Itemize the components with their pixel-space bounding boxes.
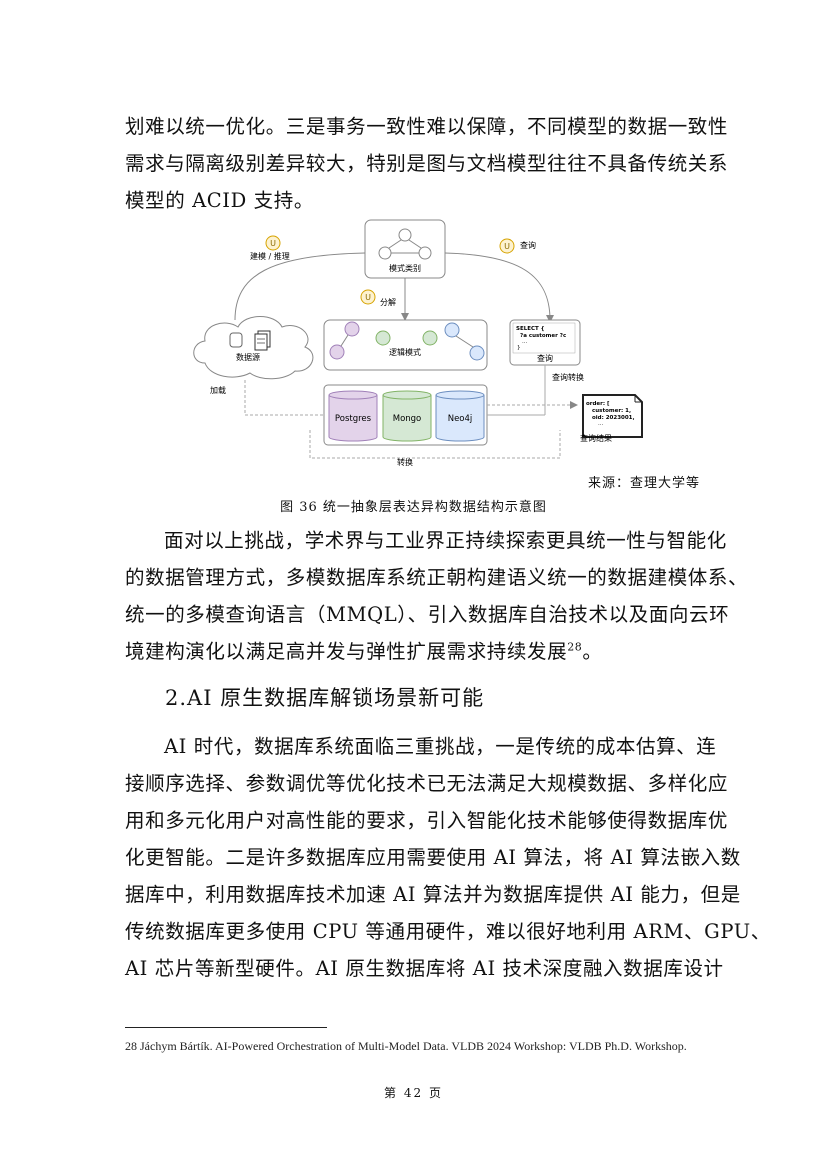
query-box-label: 查询 xyxy=(537,353,553,363)
logical-model-label: 逻辑模式 xyxy=(389,347,421,357)
text-line: 传统数据库更多使用 CPU 等通用硬件，难以很好地利用 ARM、GPU、 xyxy=(125,920,771,943)
result-code-line: customer: 1, xyxy=(592,408,631,414)
text-line-last: 境建构演化以满足高并发与弹性扩展需求持续发展28。 xyxy=(125,633,705,670)
decompose-label: 分解 xyxy=(380,297,396,307)
query-result-label: 查询结果 xyxy=(580,433,612,443)
database-icon xyxy=(229,332,243,348)
figure-caption: 图 36 统一抽象层表达异构数据结构示意图 xyxy=(280,500,547,515)
text-line: AI 时代，数据库系统面临三重挑战，一是传统的成本估算、连 xyxy=(164,735,717,758)
data-source-cloud xyxy=(193,316,314,380)
paragraph-research-directions: 面对以上挑战，学术界与工业界正持续探索更具统一性与智能化 的数据管理方式，多模数… xyxy=(125,522,749,670)
query-code-line: } xyxy=(517,345,521,351)
result-code-line: ... xyxy=(598,421,603,427)
text-line: 的数据管理方式，多模数据库系统正朝构建语义统一的数据建模体系、 xyxy=(125,566,749,589)
text-line: 划难以统一优化。三是事务一致性难以保障，不同模型的数据一致性 xyxy=(125,115,729,138)
mongo-db-icon xyxy=(382,395,432,442)
u-badge-icon xyxy=(360,289,376,305)
text-fragment: 境建构演化以满足高并发与弹性扩展需求持续发展 xyxy=(125,640,568,663)
u-badge-icon xyxy=(265,235,281,251)
paragraph-ai-native-db: AI 时代，数据库系统面临三重挑战，一是传统的成本估算、连 接顺序选择、参数调优… xyxy=(125,728,771,987)
query-code-line: ... xyxy=(522,339,527,345)
footnote-ref[interactable]: 28 xyxy=(567,640,583,654)
text-line: 需求与隔离级别差异较大，特别是图与文档模型往往不具备传统关系 xyxy=(125,152,729,175)
figure-source: 来源：查理大学等 xyxy=(587,476,700,491)
text-line: 用和多元化用户对高性能的要求，引入智能化技术能够使得数据库优 xyxy=(125,809,729,832)
neo4j-label: Neo4j xyxy=(448,414,473,424)
query-code-line: SELECT { xyxy=(516,326,545,332)
text-line: 化更智能。二是许多数据库应用需要使用 AI 算法，将 AI 算法嵌入数 xyxy=(125,846,741,869)
text-fragment: 。 xyxy=(582,640,603,663)
text-line: 据库中，利用数据库技术加速 AI 算法并为数据库提供 AI 能力，但是 xyxy=(125,883,741,906)
modeling-inference-label: 建模 / 推理 xyxy=(250,251,290,261)
u-badge-letter: U xyxy=(270,239,276,248)
query-code-line: ?a customer ?c xyxy=(520,333,566,339)
query-convert-label: 查询转换 xyxy=(552,372,584,382)
u-badge-icon xyxy=(499,238,515,254)
footnote: 28 Jáchym Bártík. AI-Powered Orchestrati… xyxy=(125,1039,687,1053)
text-line: 接顺序选择、参数调优等优化技术已无法满足大规模数据、多样化应 xyxy=(125,772,729,795)
model-category-label: 模式类别 xyxy=(389,263,421,273)
data-source-label: 数据源 xyxy=(236,352,260,362)
load-label: 加载 xyxy=(210,385,226,395)
query-result-doc-icon xyxy=(582,394,643,438)
paragraph-challenges-end: 划难以统一优化。三是事务一致性难以保障，不同模型的数据一致性 需求与隔离级别差异… xyxy=(125,108,729,219)
u-badge-letter: U xyxy=(365,293,371,302)
result-code-line: order: [ xyxy=(586,401,610,407)
footnote-divider xyxy=(125,1027,327,1028)
u-badge-letter: U xyxy=(504,242,510,251)
neo4j-db-icon xyxy=(435,395,485,442)
postgres-db-icon xyxy=(328,395,378,442)
text-line: AI 芯片等新型硬件。AI 原生数据库将 AI 技术深度融入数据库设计 xyxy=(125,957,724,980)
architecture-diagram: 模式类别 U 建模 / 推理 U 查询 U 分解 数据源 逻辑模式 SELECT… xyxy=(193,219,643,467)
text-line: 面对以上挑战，学术界与工业界正持续探索更具统一性与智能化 xyxy=(164,529,727,552)
text-line: 模型的 ACID 支持。 xyxy=(125,189,314,212)
text-line: 统一的多模查询语言（MMQL）、引入数据库自治技术以及面向云环 xyxy=(125,603,730,626)
query-label: 查询 xyxy=(520,240,536,250)
postgres-label: Postgres xyxy=(335,414,372,424)
result-code-line: oid: 2023001, xyxy=(592,415,635,421)
page-number: 第 42 页 xyxy=(384,1086,443,1100)
mongo-label: Mongo xyxy=(393,414,422,424)
convert-label: 转换 xyxy=(397,457,413,467)
section-heading: 2.AI 原生数据库解锁场景新可能 xyxy=(165,686,485,710)
